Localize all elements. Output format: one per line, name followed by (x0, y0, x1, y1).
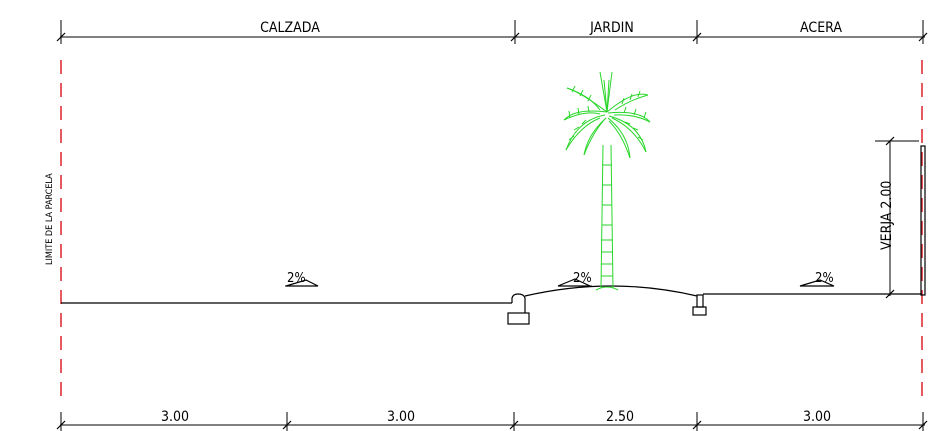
slope-label-road: 2% (287, 271, 306, 286)
road-curb (507, 293, 530, 325)
dimension-label-3: 2.50 (606, 409, 634, 425)
fence (875, 136, 926, 299)
slope-indicator-sidewalk: 2% (799, 271, 835, 287)
palm-tree-icon (563, 71, 651, 291)
bottom-dimension-line (56, 412, 928, 431)
garden-kerb (692, 294, 707, 316)
fence-label: VERJA 2.00 (879, 181, 895, 250)
section-label-acera: ACERA (800, 20, 842, 36)
parcel-limit-label: LIMITE DE LA PARCELA (45, 173, 55, 265)
dimension-label-2: 3.00 (387, 409, 415, 425)
slope-indicator-garden: 2% (557, 271, 592, 287)
ground-profile (61, 285, 922, 304)
dimension-label-1: 3.00 (161, 409, 189, 425)
top-dimension-line (56, 20, 928, 44)
section-label-calzada: CALZADA (260, 20, 320, 36)
slope-label-garden: 2% (573, 271, 592, 286)
dimension-label-4: 3.00 (803, 409, 831, 425)
section-label-jardin: JARDIN (589, 20, 634, 36)
slope-indicator-road: 2% (285, 271, 319, 287)
slope-label-sidewalk: 2% (815, 271, 834, 286)
